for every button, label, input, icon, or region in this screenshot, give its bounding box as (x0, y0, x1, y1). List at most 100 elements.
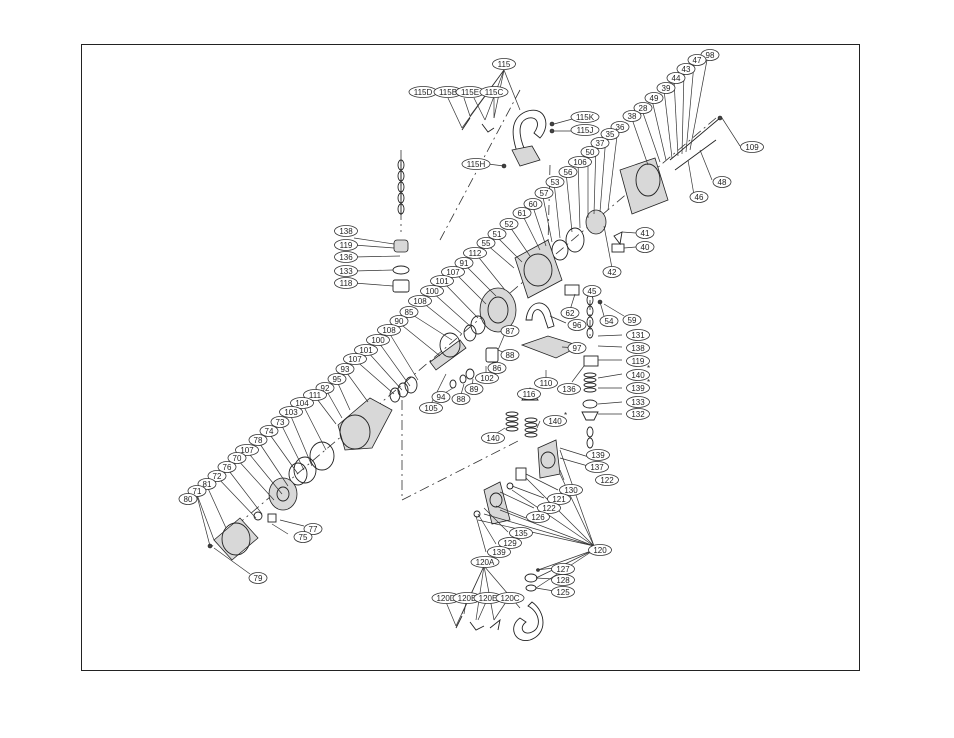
part-callout-95: 95 (327, 373, 347, 385)
part-callout-100: 100 (420, 285, 444, 297)
callout-number: 129 (503, 539, 517, 548)
callout-bubble (676, 63, 696, 75)
bottom-block-half-left (483, 481, 511, 525)
part-callout-125: 125 (551, 586, 575, 598)
callout-number: 126 (531, 513, 545, 522)
callout-number: 92 (321, 384, 330, 393)
callout-bubble (334, 265, 358, 277)
callout-number: 103 (284, 408, 298, 417)
callout-bubble (509, 527, 533, 539)
callout-number: 140 (631, 371, 645, 380)
callout-bubble (626, 382, 650, 394)
callout-number: 139 (492, 548, 506, 557)
part-callout-89: 89 (464, 383, 484, 395)
callout-bubble (451, 393, 471, 405)
callout-number: 116 (523, 390, 536, 399)
motor-frame (337, 397, 393, 451)
callout-bubble (431, 391, 451, 403)
callout-bubble (585, 461, 609, 473)
callout-bubble (547, 493, 571, 505)
callout-number: 77 (309, 525, 318, 534)
part-callout-57: 57 (534, 187, 554, 199)
pinion-shaft (429, 339, 467, 371)
part-callout-115D: 115D (408, 86, 438, 98)
part-callout-115K: 115K (570, 111, 600, 123)
callout-bubble (354, 344, 378, 356)
callout-number: 112 (469, 249, 482, 258)
hook-swivel (511, 145, 541, 167)
part-callout-139: 139 (626, 382, 650, 394)
callout-number: 48 (718, 178, 727, 187)
callout-bubble (475, 372, 499, 384)
callout-number: 49 (650, 94, 659, 103)
callout-bubble (259, 425, 279, 437)
callout-bubble (666, 72, 686, 84)
callout-bubble (408, 295, 432, 307)
part-callout-136: 136 (557, 383, 581, 395)
callout-number: 138 (631, 344, 645, 353)
part-callout-60: 60 (523, 198, 543, 210)
callout-number: 119 (632, 357, 645, 366)
callout-bubble (558, 166, 578, 178)
callout-bubble (470, 556, 500, 568)
callout-bubble (248, 572, 268, 584)
callout-bubble (290, 397, 314, 409)
callout-bubble (626, 342, 650, 354)
callout-number: 60 (529, 200, 538, 209)
callout-bubble (626, 396, 650, 408)
callout-number: 127 (556, 565, 570, 574)
callout-bubble (622, 314, 642, 326)
part-callout-80: 80 (178, 493, 198, 505)
part-callout-127: 127 (551, 563, 575, 575)
callout-number: 120 (593, 546, 607, 555)
callout-bubble (586, 449, 610, 461)
part-callout-121: 121 (547, 493, 571, 505)
callout-number: 108 (413, 297, 427, 306)
callout-number: 101 (435, 277, 449, 286)
callout-bubble (270, 416, 290, 428)
callout-bubble (545, 176, 565, 188)
callout-bubble (495, 592, 525, 604)
callout-number: 115D (414, 88, 433, 97)
callout-bubble (599, 315, 619, 327)
part-callout-90: 90 (389, 315, 409, 327)
callout-bubble (570, 111, 600, 123)
callout-number: 111 (309, 391, 322, 400)
callout-number: 70 (233, 454, 242, 463)
callout-number: 102 (480, 374, 494, 383)
callout-bubble (343, 353, 367, 365)
callout-bubble (487, 228, 507, 240)
callout-number: 54 (605, 317, 614, 326)
part-callout-75: 75 (293, 531, 313, 543)
callout-number: 107 (446, 268, 460, 277)
callout-number: 120C (500, 594, 519, 603)
part-callout-120A: 120A (470, 556, 500, 568)
callout-number: 81 (203, 480, 212, 489)
callout-number: 88 (457, 395, 466, 404)
callout-number: 136 (562, 385, 576, 394)
callout-number: 136 (339, 253, 353, 262)
callout-bubble (526, 511, 550, 523)
part-callout-71: 71 (187, 485, 207, 497)
callout-number: 45 (588, 287, 597, 296)
callout-bubble (600, 128, 620, 140)
callout-bubble (227, 452, 247, 464)
top-hook (512, 109, 547, 161)
part-callout-119: 119 (626, 355, 650, 367)
callout-number: 122 (600, 476, 614, 485)
callout-number: 61 (518, 209, 527, 218)
callout-number: 138 (339, 227, 353, 236)
callout-number: 100 (425, 287, 439, 296)
callout-number: 139 (591, 451, 605, 460)
callout-number: 80 (184, 495, 193, 504)
star-mark: * (647, 364, 650, 373)
part-callout-79: 79 (248, 572, 268, 584)
gearbox-body (514, 239, 563, 299)
part-callout-132: 132 (626, 408, 650, 420)
part-callout-35: 35 (600, 128, 620, 140)
part-callout-115C: 115C (479, 86, 509, 98)
part-callout-43: 43 (676, 63, 696, 75)
callout-bubble (248, 434, 268, 446)
